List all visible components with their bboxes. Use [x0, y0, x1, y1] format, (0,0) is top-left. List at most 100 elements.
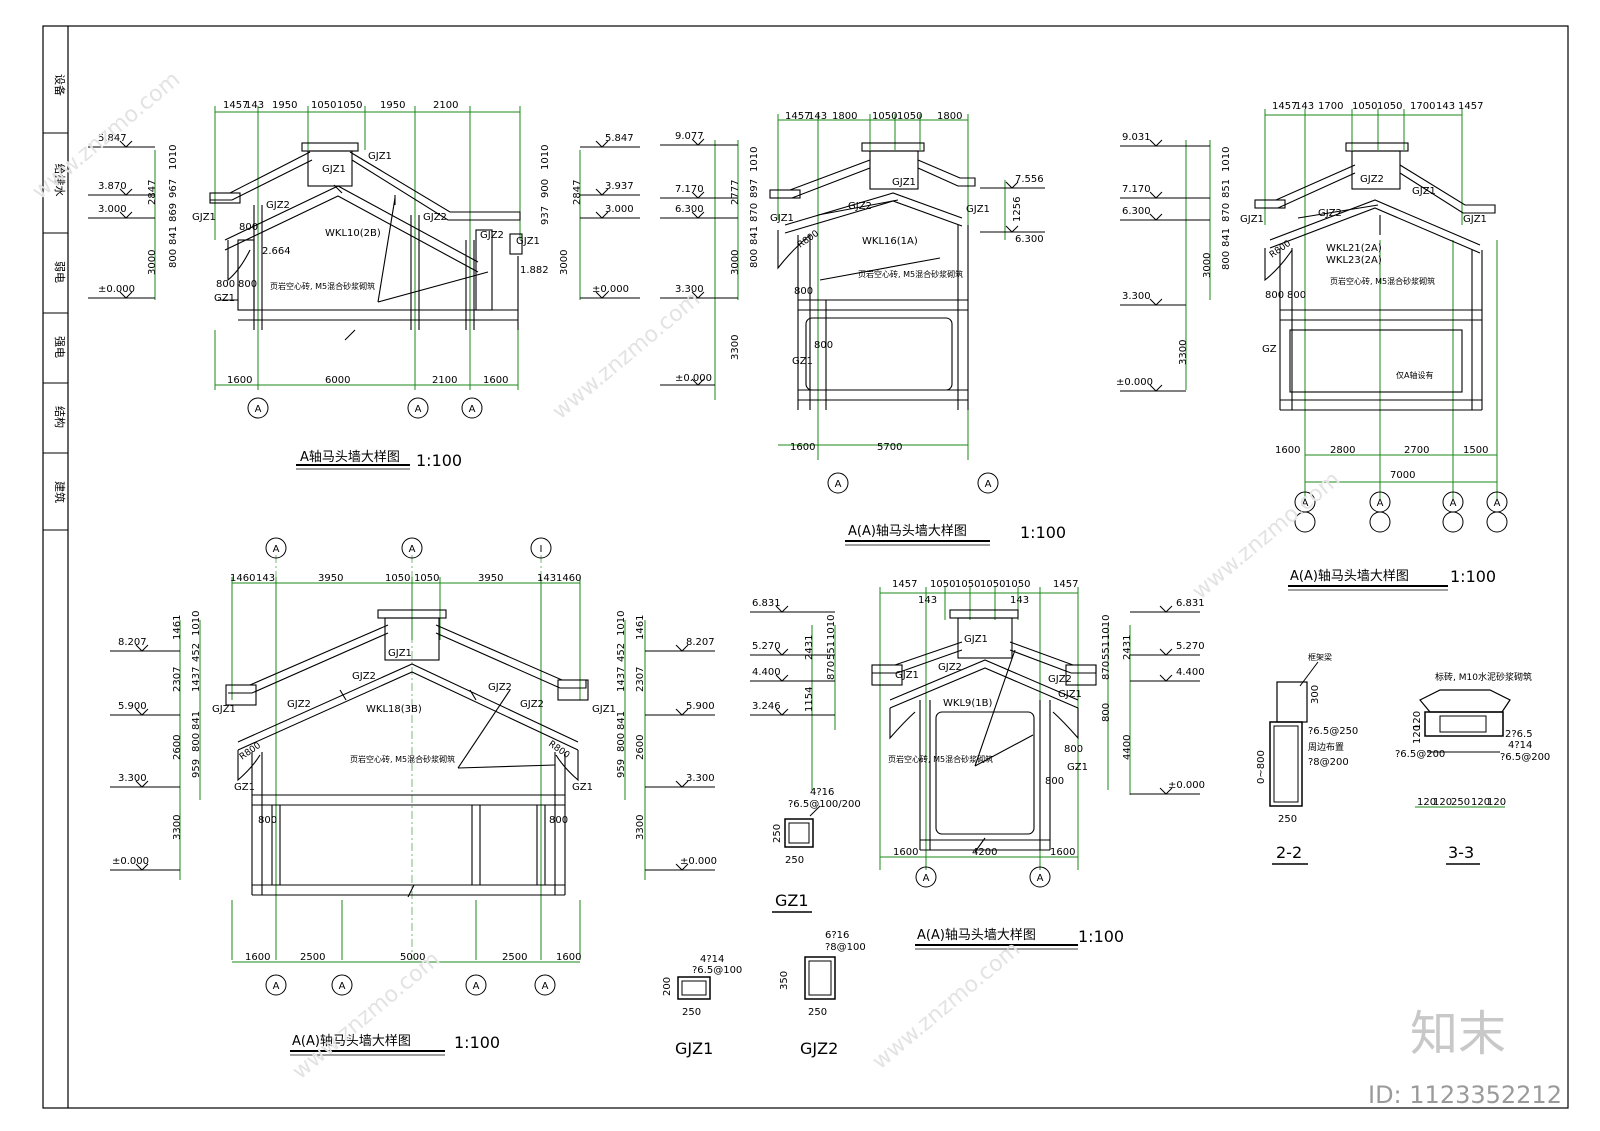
gz1-name: GZ1 [775, 891, 809, 910]
d1-dim-143: 143 [245, 100, 264, 111]
d4-axis-bottom-1: A [273, 981, 280, 992]
s33-d5: 120 [1487, 797, 1506, 808]
d3-label-wkl21: WKL21(2A) [1326, 243, 1382, 254]
s33-d4: 120 [1471, 797, 1490, 808]
d4-elev-left-4: ±0.000 [112, 856, 149, 867]
d4-lvdim-1010: 1010 [191, 611, 202, 636]
d1-dim-1457: 1457 [223, 100, 248, 111]
d3-label-gjz1-right: GJZ1 [1463, 214, 1487, 225]
d2-vdim-897: 897 [749, 179, 760, 198]
d2-dim-1050b: 1050 [897, 111, 922, 122]
d2-vdim-800: 800 [749, 249, 760, 268]
d3-label-gjz2: GJZ2 [1318, 208, 1342, 219]
d3-dim-1700a: 1700 [1318, 101, 1343, 112]
d2-label-gjz1: GJZ1 [892, 177, 916, 188]
d1-vdim-800: 800 [168, 249, 179, 268]
d5-lvdim-2431: 2431 [804, 635, 815, 660]
d2-label-gjz1-right: GJZ1 [966, 204, 990, 215]
d2-bdim-5700: 5700 [877, 442, 902, 453]
d4-label-r800-right: R800 [546, 739, 571, 761]
d1-elev-left-1: 5.847 [98, 133, 127, 144]
d5-dim-143b: 143 [1010, 595, 1029, 606]
s22-300: 300 [1310, 685, 1321, 704]
d2-elev-1: 9.077 [675, 131, 704, 142]
d4-label-gz1-right: GZ1 [572, 782, 593, 793]
s22-beam: 框架梁 [1308, 652, 1332, 662]
d1-label-material: 页岩空心砖, M5混合砂浆砌筑 [270, 281, 375, 291]
d4-lvdim-800: 800 [191, 733, 202, 752]
d1-label-gz1: GZ1 [214, 293, 235, 304]
d5-elev-right-1: 6.831 [1176, 598, 1205, 609]
d1-bdim-6000: 6000 [325, 375, 350, 386]
gjz2-name: GJZ2 [800, 1039, 838, 1058]
d1-dim-2100: 2100 [433, 100, 458, 111]
d2-dim-143: 143 [808, 111, 827, 122]
d4-elev-left-3: 3.300 [118, 773, 147, 784]
d2-vdim-841: 841 [749, 226, 760, 245]
d1-rvdim-2847: 2847 [572, 180, 583, 205]
d4-rvdim-841: 841 [616, 711, 627, 730]
drawing-1: 1457 143 1950 1050 1050 1950 2100 1600 6… [88, 100, 640, 470]
d2-vdim-1010: 1010 [749, 147, 760, 172]
gjz2-rebar: 6?16 [825, 930, 849, 941]
d1-axis-2: A [415, 404, 422, 415]
d4-elev-right-1: 8.207 [686, 637, 715, 648]
d4-dim-3950b: 3950 [478, 573, 503, 584]
d5-rvdim-1010: 1010 [1101, 615, 1112, 640]
d2-vdim-3300: 3300 [730, 335, 741, 360]
d2-title: A(A)轴马头墙大样图 [848, 524, 967, 539]
d5-elev-left-2: 5.270 [752, 641, 781, 652]
d4-dim-143a: 143 [256, 573, 275, 584]
d4-lvdim-1437: 1437 [191, 667, 202, 692]
d5-label-800b: 800 [1045, 776, 1064, 787]
d4-lvdim-452: 452 [191, 643, 202, 662]
s22-h: 0~800 [1256, 750, 1267, 784]
section-gjz2: 6?16 ?8@100 350 250 GJZ2 [779, 930, 866, 1058]
d4-bdim-1600b: 1600 [556, 952, 581, 963]
d4-elev-right-2: 5.900 [686, 701, 715, 712]
s33-r2: ?6.5@200 [1395, 749, 1445, 760]
s22-rebar1: ?6.5@250 [1308, 726, 1358, 737]
d5-dim-1050c: 1050 [980, 579, 1005, 590]
d5-axis-2: A [1037, 873, 1044, 884]
d1-axis-3: A [469, 404, 476, 415]
d4-axis-top-1: A [273, 544, 280, 555]
d4-label-800-right: 800 [549, 815, 568, 826]
d4-elev-left-2: 5.900 [118, 701, 147, 712]
d3-bdim-2800: 2800 [1330, 445, 1355, 456]
watermark-brand: 知末 [1410, 1006, 1506, 1062]
d1-title: A轴马头墙大样图 [300, 450, 400, 465]
d5-elev-right-3: 4.400 [1176, 667, 1205, 678]
d2-label-gz1: GZ1 [792, 356, 813, 367]
s33-note: 标砖, M10水泥砂浆砌筑 [1435, 671, 1532, 683]
d5-elev-left-3: 4.400 [752, 667, 781, 678]
d1-label-800a: 800 [216, 279, 235, 290]
d1-dim-1050a: 1050 [311, 100, 336, 111]
d2-label-gjz2: GJZ2 [848, 201, 872, 212]
d1-elev-right-3: 3.000 [605, 204, 634, 215]
d4-axis-bottom-2: A [339, 981, 346, 992]
d4-rvdim-959: 959 [616, 759, 627, 778]
d3-dim-1700b: 1700 [1410, 101, 1435, 112]
d5-rvdim-551: 551 [1101, 641, 1112, 660]
d3-axis-2: A [1377, 498, 1384, 509]
d5-label-material: 页岩空心砖, M5混合砂浆砌筑 [888, 754, 993, 764]
d3-bdim-1600: 1600 [1275, 445, 1300, 456]
d1-label-gjz2-left: GJZ2 [266, 200, 290, 211]
d3-vdim-1010: 1010 [1221, 147, 1232, 172]
d1-label-gjz1-center: GJZ1 [322, 164, 346, 175]
d4-lvdim-2307: 2307 [172, 667, 183, 692]
gjz1-rebar: 4?14 [700, 954, 724, 965]
d4-label-gjz2-a: GJZ2 [352, 671, 376, 682]
d3-label-material: 页岩空心砖, M5混合砂浆砌筑 [1330, 276, 1435, 286]
d3-vdim-800: 800 [1221, 251, 1232, 270]
d1-elev-right-2: 3.937 [605, 181, 634, 192]
d2-dim-1457: 1457 [785, 111, 810, 122]
d4-lvdim-959: 959 [191, 759, 202, 778]
d2-elev-right-2: 6.300 [1015, 234, 1044, 245]
d1-elev-left-2: 3.870 [98, 181, 127, 192]
d5-label-gjz1-top: GJZ1 [964, 634, 988, 645]
s33-d2: 120 [1433, 797, 1452, 808]
s22-rebar2: ?8@200 [1308, 757, 1349, 768]
d2-label-800a: 800 [794, 286, 813, 297]
